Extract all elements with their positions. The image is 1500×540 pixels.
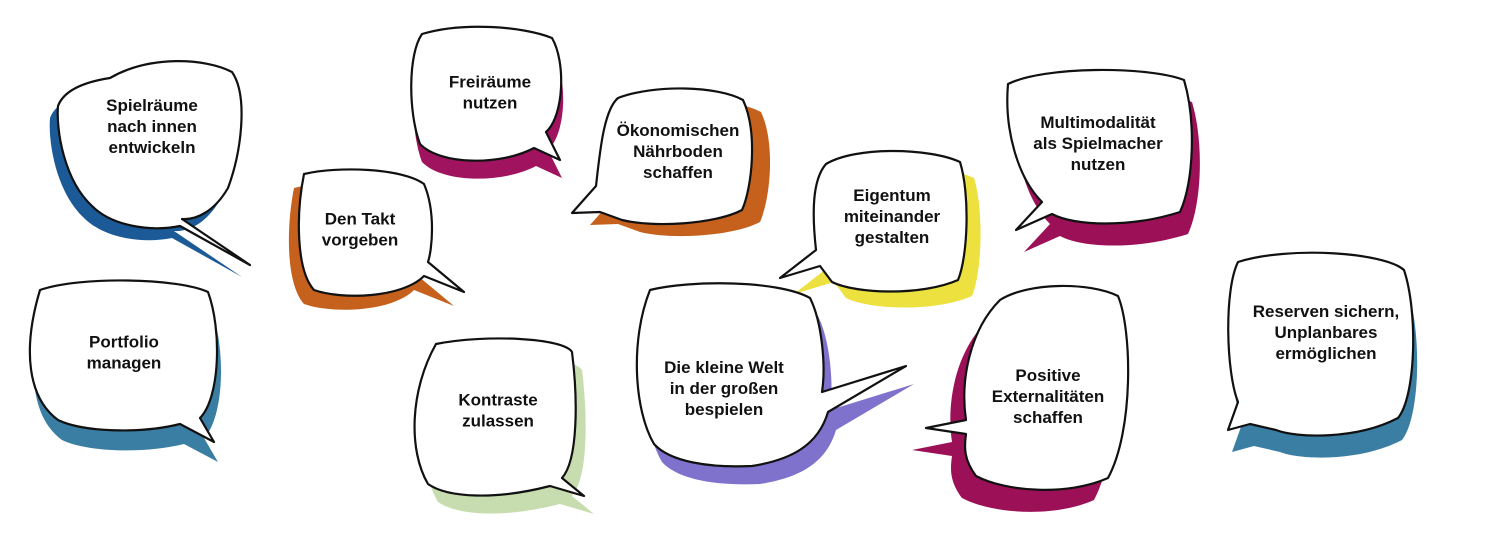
bubble-outline [56,60,252,267]
bubble-text-line: als Spielmacher [1033,134,1163,153]
bubble-outline [28,279,219,444]
bubble-outline [410,25,563,162]
speech-bubble-multimodal: Multimodalität als Spielmacher nutzen [1006,68,1200,252]
bubble-outline [778,149,968,293]
bubble-text-line: schaffen [1013,408,1083,427]
speech-bubble-kontraste: Kontraste zulassen [413,337,594,514]
speech-bubble-portfolio: Portfolio managen [28,279,222,462]
bubble-text-line: Freiräume [449,73,531,92]
bubble-text-line: Eigentum [853,186,930,205]
bubble-text-line: ermöglichen [1275,344,1376,363]
bubble-text-line: in der großen [670,379,779,398]
speech-bubble-takt: Den Takt vorgeben [288,168,466,310]
bubble-text-line: Portfolio [89,333,159,352]
bubble-outline [297,168,466,297]
bubble-text-line: Multimodalität [1040,113,1156,132]
bubble-text-line: managen [87,354,162,373]
bubble-text-line: Kontraste [458,391,537,410]
bubble-text-line: Ökonomischen [617,121,740,140]
speech-bubble-reserven: Reserven sichern, Unplanbares ermöglichen [1226,251,1418,458]
bubble-text-line: schaffen [643,163,713,182]
bubble-text-line: Reserven sichern, [1253,302,1399,321]
speech-bubble-layer: Spielräume nach innen entwickeln Freiräume n… [28,25,1418,514]
bubble-text-line: Unplanbares [1275,323,1378,342]
bubble-text-line: Nährboden [633,142,723,161]
speech-bubble-kleinewelt: Die kleine Welt in der großen bespielen [635,282,914,485]
bubble-text-line: vorgeben [322,231,399,250]
bubble-outline [1006,68,1193,232]
bubble-text-line: Externalitäten [992,387,1104,406]
bubble-outline [570,87,754,226]
bubble-text-line: miteinander [844,207,941,226]
bubble-text-line: gestalten [855,228,930,247]
bubble-outline [1226,251,1415,437]
speech-bubble-spielraeume: Spielräume nach innen entwickeln [49,60,252,277]
bubble-text-line: Die kleine Welt [664,358,784,377]
bubble-outline [924,284,1130,491]
bubble-outline [635,282,908,468]
bubble-text-line: zulassen [462,412,534,431]
bubble-text-line: Positive [1015,366,1080,385]
bubble-text-line: nach innen [107,117,197,136]
bubble-text-line: entwickeln [109,138,196,157]
bubble-text-line: Spielräume [106,96,198,115]
bubble-outline [413,337,586,498]
speech-bubble-eigentum: Eigentum miteinander gestalten [778,149,981,308]
bubble-text-line: Den Takt [325,210,396,229]
speech-bubble-freiraeume: Freiräume nutzen [410,25,564,179]
bubble-text-line: nutzen [463,94,518,113]
bubble-text-line: nutzen [1071,155,1126,174]
bubble-text-line: bespielen [685,400,763,419]
